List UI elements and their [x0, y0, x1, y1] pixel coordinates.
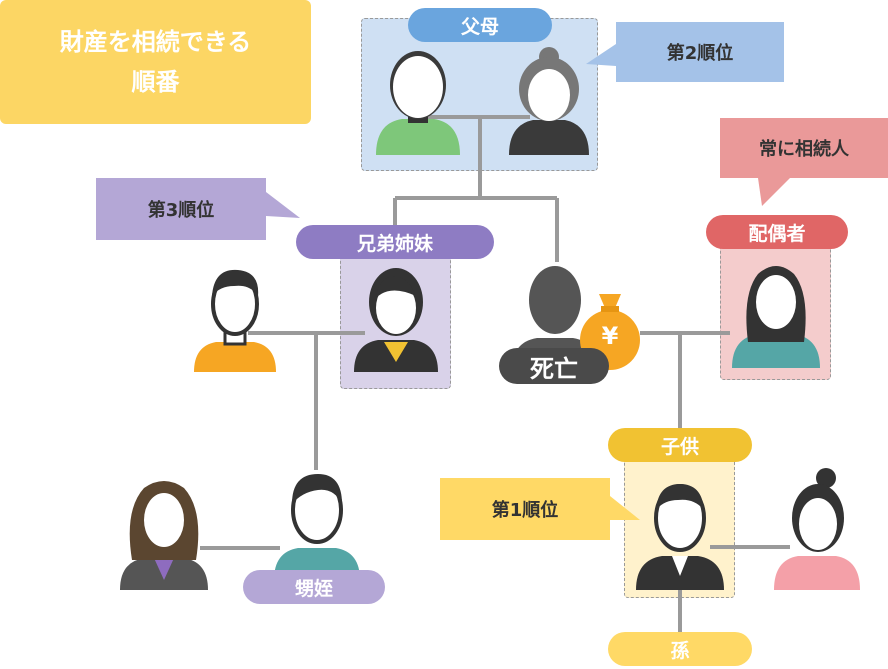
spouse-icon	[732, 266, 820, 368]
child-icon	[636, 484, 724, 590]
parents-label: 父母	[408, 8, 552, 42]
sibling-spouse-icon	[120, 481, 208, 590]
always-heir-callout: 常に相続人	[720, 118, 888, 178]
spouse-label: 配偶者	[706, 215, 848, 249]
diagram-title: 財産を相続できる 順番	[0, 0, 311, 124]
nephew-niece-label: 甥姪	[243, 570, 385, 604]
child-spouse-icon	[774, 468, 860, 590]
deceased-label: 死亡	[499, 348, 609, 384]
child-label: 子供	[608, 428, 752, 462]
grandchild-label: 孫	[608, 632, 752, 666]
sibling-woman-icon	[354, 268, 438, 372]
sibling-man-icon	[194, 269, 276, 372]
first-rank-callout: 第1順位	[440, 478, 610, 540]
title-line-2: 順番	[131, 68, 180, 96]
third-rank-callout: 第3順位	[96, 178, 266, 240]
father-icon	[376, 51, 460, 155]
money-symbol: ¥	[601, 322, 619, 350]
mother-icon	[509, 47, 589, 155]
second-rank-callout: 第2順位	[616, 22, 784, 82]
title-line-1: 財産を相続できる	[59, 28, 252, 56]
siblings-label: 兄弟姉妹	[296, 225, 494, 259]
